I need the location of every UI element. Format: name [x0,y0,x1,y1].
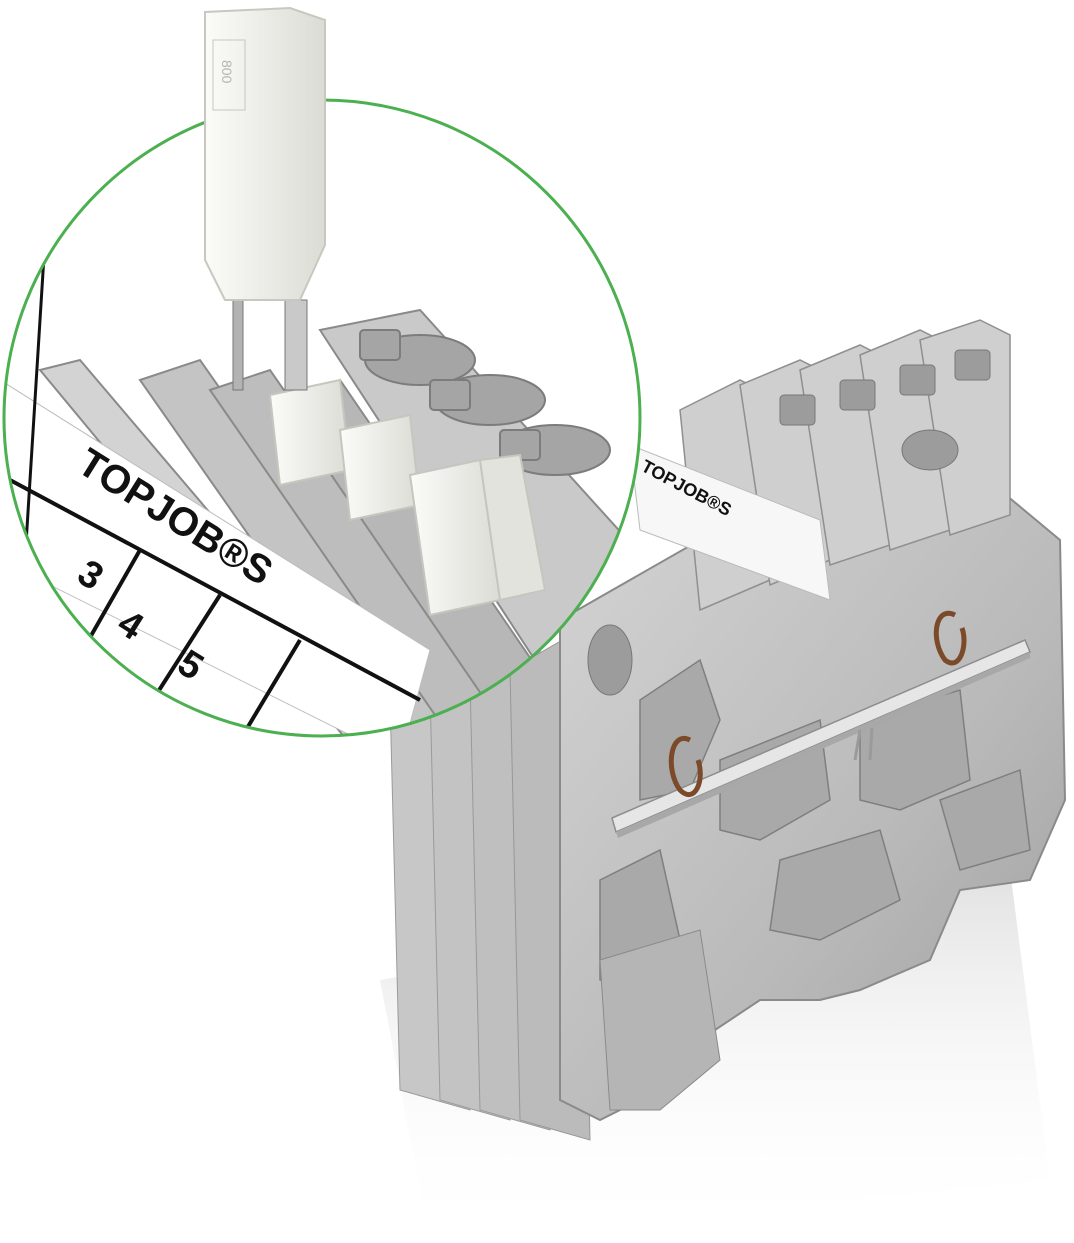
contact-rail [611,639,1031,838]
spring-link [853,727,874,761]
zoom-openings [359,329,611,476]
jumper-marking: 800 [219,60,235,84]
jumpers [268,378,547,617]
clamp-openings [587,349,991,696]
lifted-jumper: 800 [204,6,326,391]
terminal-block-assembly: TOPJOB®S [389,319,1067,1141]
rail-foot [599,929,721,1111]
clamp-springs [668,610,967,798]
